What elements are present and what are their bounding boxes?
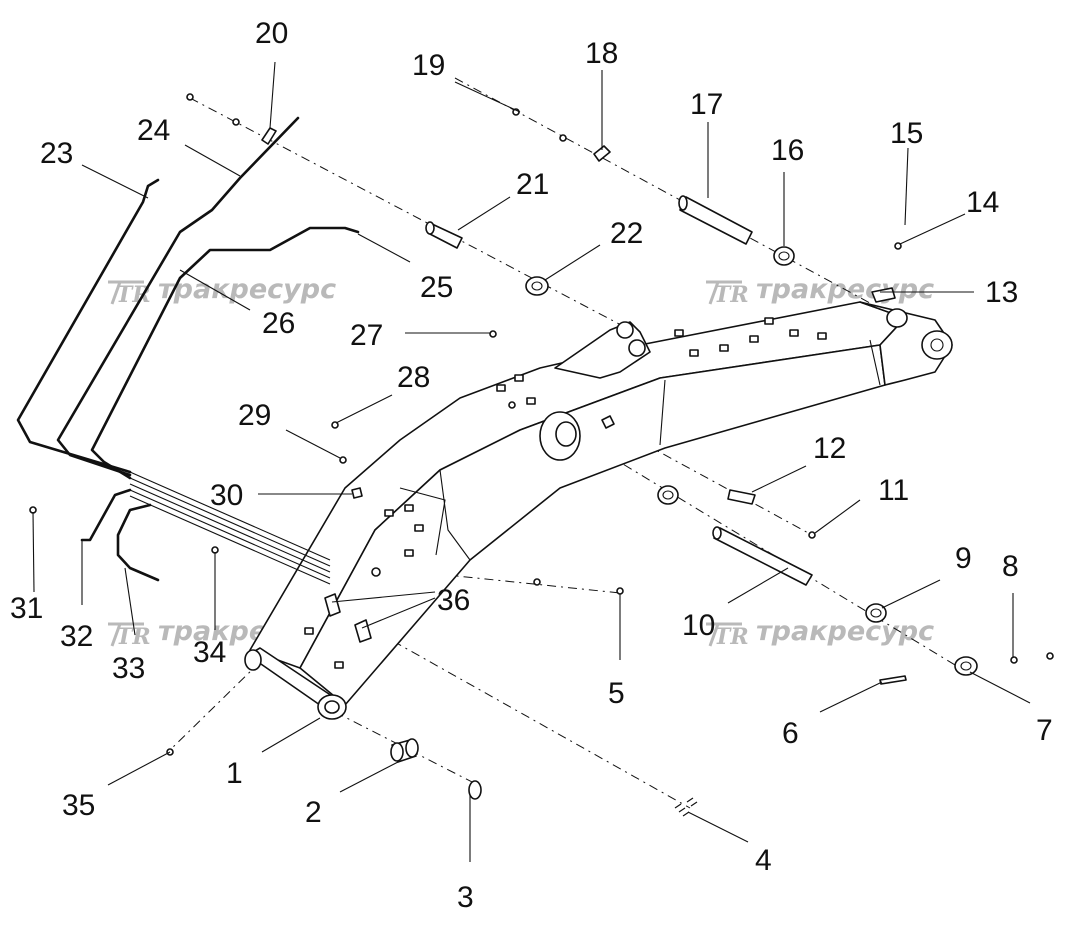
watermark-logo: TR <box>714 282 749 308</box>
callout-32: 32 <box>60 620 93 653</box>
watermark-text: тракресурс <box>158 274 336 305</box>
callout-15: 15 <box>890 117 923 150</box>
part-6-bolt <box>879 675 907 685</box>
callout-23: 23 <box>40 137 73 170</box>
part-10-pin <box>713 527 813 586</box>
part-36-clamp <box>324 593 341 617</box>
watermark: TR тракресурс <box>108 274 336 308</box>
callout-16: 16 <box>771 134 804 167</box>
part-24-line <box>56 116 300 477</box>
watermark-logo: TR <box>116 282 151 308</box>
hydraulic-lines <box>16 116 360 585</box>
callout-20: 20 <box>255 17 288 50</box>
callout-4: 4 <box>755 844 772 877</box>
part-33-line <box>116 503 160 582</box>
part-17-pin <box>679 196 753 245</box>
callout-9: 9 <box>955 542 972 575</box>
part-14-fitting <box>894 242 902 250</box>
part-4-shims <box>674 797 698 817</box>
callout-12: 12 <box>813 432 846 465</box>
watermark-text: тракресурс <box>756 616 934 647</box>
callout-34: 34 <box>193 636 226 669</box>
callout-17: 17 <box>690 88 723 121</box>
boom-body <box>244 301 953 720</box>
watermark: TR тракресурс <box>706 274 934 308</box>
parts <box>29 93 1054 817</box>
boom-front-pin-boss-upper <box>886 308 908 328</box>
callout-26: 26 <box>262 307 295 340</box>
part-12-plate <box>727 489 756 505</box>
callout-31: 31 <box>10 592 43 625</box>
callout-5: 5 <box>608 677 625 710</box>
callout-28: 28 <box>397 361 430 394</box>
callout-29: 29 <box>238 399 271 432</box>
callout-19: 19 <box>412 49 445 82</box>
callout-3: 3 <box>457 881 474 914</box>
boom-front-pin-boss <box>921 330 953 360</box>
callout-18: 18 <box>585 37 618 70</box>
callouts: 1 2 3 4 5 6 7 8 9 10 11 12 13 14 15 16 1… <box>10 17 1053 914</box>
watermark-logo: TR <box>116 624 151 650</box>
callout-11: 11 <box>878 474 909 507</box>
callout-36: 36 <box>437 584 470 617</box>
leader-lines <box>32 61 1031 862</box>
watermark: TR тракресурс <box>706 616 934 650</box>
callout-22: 22 <box>610 217 643 250</box>
watermark-logo-mark: TR <box>108 280 151 308</box>
callout-8: 8 <box>1002 550 1019 583</box>
part-23-line <box>16 178 160 474</box>
watermark-logo-mark: TR <box>108 622 151 650</box>
watermark-logo-mark: TR <box>706 280 749 308</box>
cylinder-bracket-eye <box>616 321 634 339</box>
callout-24: 24 <box>137 114 170 147</box>
callout-21: 21 <box>516 168 549 201</box>
watermark-logo: TR <box>714 624 749 650</box>
callout-25: 25 <box>420 271 453 304</box>
boom-lugs <box>304 317 827 669</box>
callout-35: 35 <box>62 789 95 822</box>
watermark-logo-mark: TR <box>706 622 749 650</box>
callout-30: 30 <box>210 479 243 512</box>
part-16-washer <box>773 246 795 266</box>
part-18-clip <box>593 145 611 162</box>
part-3-ring <box>468 780 482 800</box>
callout-2: 2 <box>305 796 322 829</box>
callout-27: 27 <box>350 319 383 352</box>
part-20-clip <box>261 127 277 145</box>
callout-6: 6 <box>782 717 799 750</box>
callout-7: 7 <box>1036 714 1053 747</box>
callout-14: 14 <box>966 186 999 219</box>
part-32-line <box>80 488 132 542</box>
part-22-washer <box>525 276 549 296</box>
part-7-nut <box>954 656 978 676</box>
callout-10: 10 <box>682 609 715 642</box>
part-9-washer <box>865 603 887 623</box>
callout-1: 1 <box>226 757 243 790</box>
callout-13: 13 <box>985 276 1018 309</box>
part-26-line <box>90 226 360 480</box>
callout-33: 33 <box>112 652 145 685</box>
